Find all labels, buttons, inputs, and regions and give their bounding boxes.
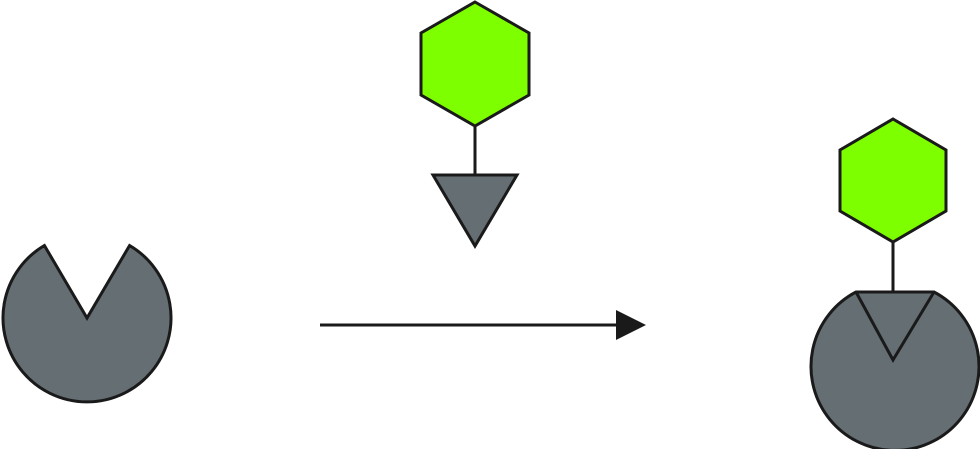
ligand-hexagon xyxy=(419,0,531,128)
empty-receptor xyxy=(1,243,173,404)
bound-complex xyxy=(809,117,980,449)
free-ligand xyxy=(419,0,531,249)
complex-docked-triangle xyxy=(854,291,936,364)
complex-receptor-body xyxy=(809,290,980,449)
ligand-triangle xyxy=(430,173,520,249)
receptor-body xyxy=(1,243,173,404)
complex-hexagon xyxy=(838,117,948,244)
